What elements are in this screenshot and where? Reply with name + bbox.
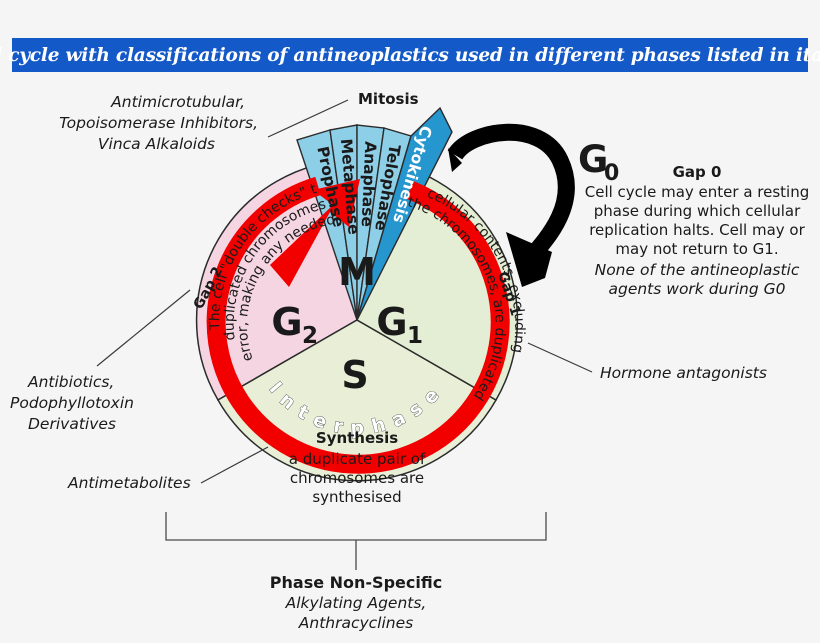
label-g1-subscript: 1 (407, 323, 423, 349)
annotation-s-drugs: Antimetabolites (67, 446, 269, 492)
mitosis-drugs-line-2: Topoisomerase Inhibitors, (59, 114, 258, 132)
mitosis-wedges (296, 106, 453, 321)
annotation-g2-drugs: Antibiotics, Podophyllotoxin Derivatives (10, 289, 191, 433)
g1-drugs-leader-line (527, 342, 593, 373)
annotation-g1-drugs: Hormone antagonists (527, 342, 767, 382)
label-g2-subscript: 2 (302, 323, 318, 349)
g2-drugs-line-3: Derivatives (28, 415, 116, 433)
gap0-italic-line-2: agents work during G0 (608, 280, 785, 298)
gap0-arrow-tail (448, 148, 462, 172)
mitosis-heading: Mitosis (358, 90, 419, 108)
label-g1-letter: G (376, 300, 407, 344)
gap0-heading: Gap 0 (673, 163, 722, 181)
title-banner: Cell cycle with classifications of antin… (0, 38, 820, 72)
s-heading: Synthesis (316, 429, 398, 447)
gap0-subscript: 0 (604, 161, 619, 186)
s-drugs-line-1: Antimetabolites (67, 474, 191, 492)
footer-bracket-group: Phase Non-Specific Alkylating Agents, An… (165, 512, 547, 632)
annotation-mitosis-drugs: Antimicrotubular, Topoisomerase Inhibito… (59, 93, 258, 153)
gap0-italic-line-1: None of the antineoplastic (595, 261, 800, 279)
phase-label-anaphase: Anaphase (358, 141, 380, 228)
gap0-desc-line-1: Cell cycle may enter a resting (585, 183, 810, 201)
footer-italic-line-1: Alkylating Agents, (285, 594, 427, 612)
mitosis-leader-line (267, 99, 349, 138)
gap0-arrow (447, 123, 575, 287)
mitosis-drugs-line-3: Vinca Alkaloids (98, 135, 215, 153)
g2-drugs-line-1: Antibiotics, (27, 373, 114, 391)
cycle-wheel (195, 106, 519, 482)
page-title: Cell cycle with classifications of antin… (0, 44, 820, 66)
mitosis-drugs-line-1: Antimicrotubular, (110, 93, 245, 111)
label-g2-letter: G (271, 300, 302, 344)
g2-drugs-line-2: Podophyllotoxin (10, 394, 134, 412)
gap0-letter: G (578, 138, 608, 181)
gap0-desc-line-4: may not return to G1. (615, 240, 778, 258)
mitosis-callout: Mitosis (267, 90, 419, 138)
s-drugs-leader-line (200, 446, 269, 484)
gap0-desc-line-2: phase during which cellular (594, 202, 801, 220)
g2-drugs-leader-line (96, 289, 191, 367)
footer-heading: Phase Non-Specific (270, 573, 442, 592)
footer-bracket (165, 512, 547, 541)
label-m-letter: M (338, 250, 376, 294)
g1-drugs-line-1: Hormone antagonists (600, 364, 767, 382)
interphase-arrowhead (270, 179, 360, 287)
interphase-ring (206, 176, 510, 474)
s-desc-line-1: a duplicate pair of (289, 450, 426, 468)
gap0-text-block: G 0 Gap 0 Cell cycle may enter a resting… (578, 138, 809, 298)
s-desc-line-3: synthesised (312, 488, 401, 506)
footer-italic-line-2: Anthracyclines (298, 614, 413, 632)
gap0-arrow-curve (447, 123, 575, 264)
gap0-desc-line-3: replication halts. Cell may or (589, 221, 805, 239)
gap0-arrowhead (506, 232, 552, 287)
center-labels: G 2 G 1 M S (271, 250, 423, 397)
label-s-letter: S (341, 353, 368, 397)
s-desc-line-2: chromosomes are (290, 469, 424, 487)
sector-s-text: Synthesis a duplicate pair of chromosome… (289, 429, 426, 506)
